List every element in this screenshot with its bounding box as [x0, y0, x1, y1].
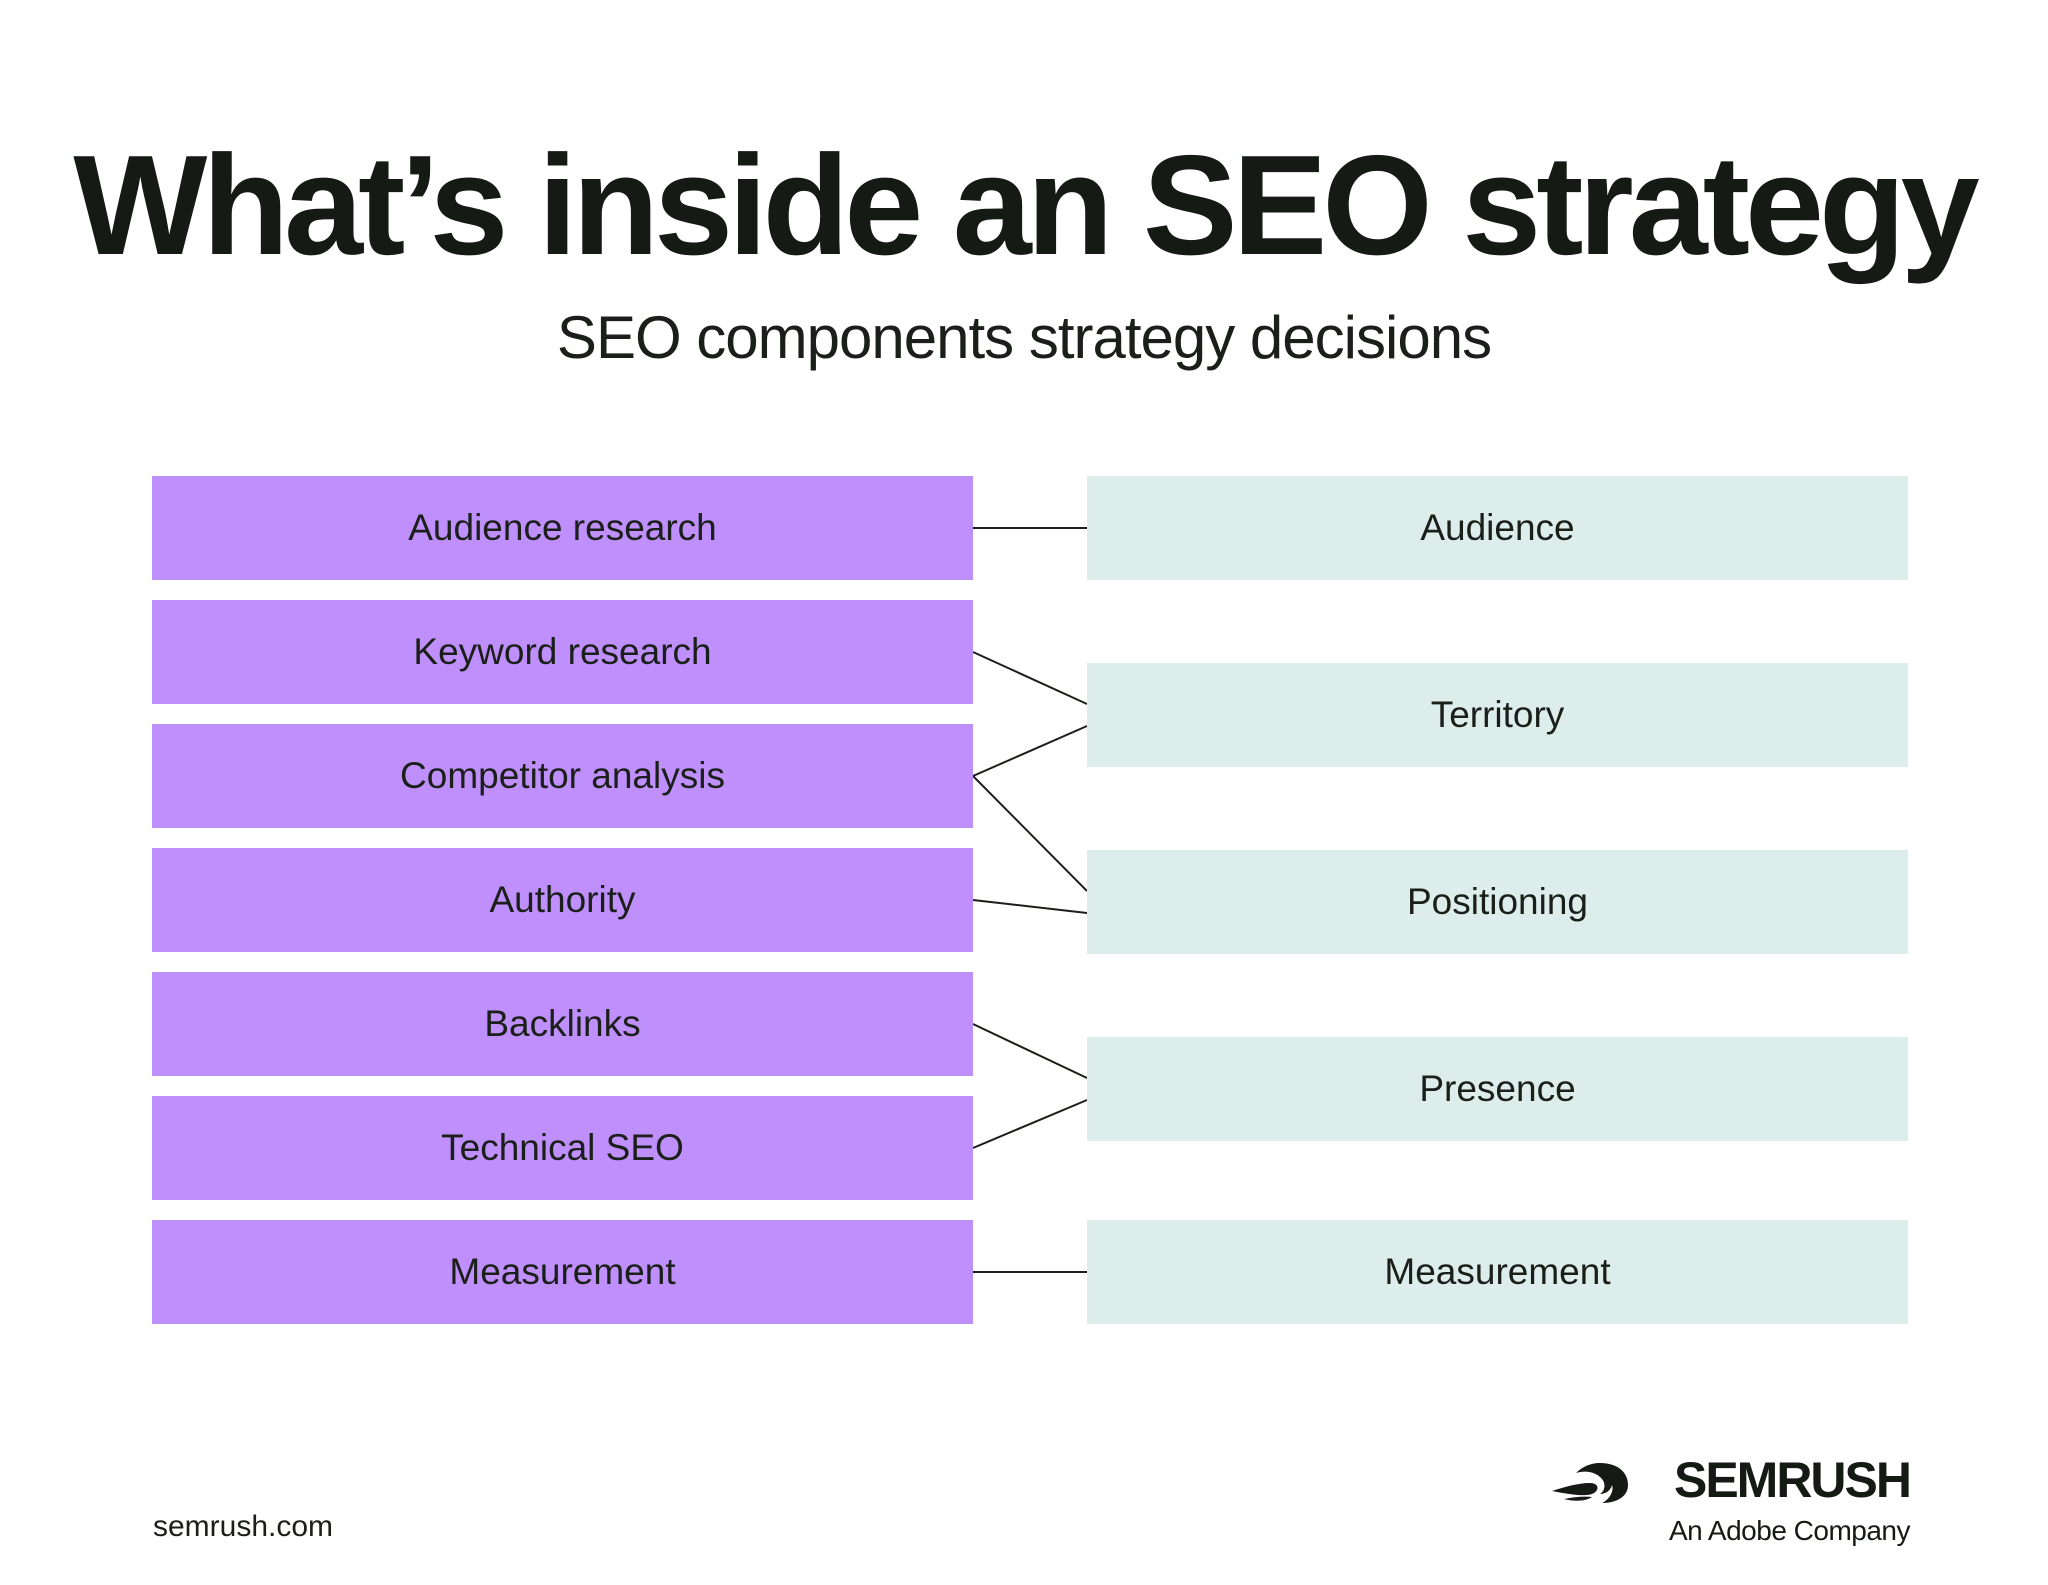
decision-box: Presence: [1087, 1037, 1908, 1141]
decision-label: Audience: [1420, 507, 1575, 548]
decision-box: Territory: [1087, 663, 1908, 767]
brand-tagline: An Adobe Company: [1668, 1515, 1911, 1546]
component-label: Measurement: [449, 1251, 676, 1292]
component-box: Audience research: [152, 476, 973, 580]
decision-label: Territory: [1430, 694, 1565, 735]
component-box: Keyword research: [152, 600, 973, 704]
component-label: Technical SEO: [441, 1127, 684, 1168]
page-title: What’s inside an SEO strategy: [73, 126, 1979, 285]
component-box: Authority: [152, 848, 973, 952]
component-label: Audience research: [408, 507, 717, 548]
footer-url: semrush.com: [153, 1510, 334, 1543]
semrush-flame-logo-icon: [1552, 1463, 1628, 1503]
decision-box: Audience: [1087, 476, 1908, 580]
page-subtitle: SEO components strategy decisions: [556, 304, 1492, 371]
connector-line: [972, 651, 1088, 705]
connector-line: [972, 725, 1088, 777]
connector-line: [972, 1023, 1088, 1079]
component-box: Backlinks: [152, 972, 973, 1076]
decision-box: Measurement: [1087, 1220, 1908, 1324]
component-label: Backlinks: [484, 1003, 641, 1044]
decision-label: Positioning: [1406, 881, 1588, 922]
connector-line: [972, 1099, 1088, 1149]
decision-label: Measurement: [1384, 1251, 1611, 1292]
component-label: Keyword research: [413, 631, 712, 672]
brand-name: SEMRUSH: [1673, 1452, 1912, 1508]
decision-box: Positioning: [1087, 850, 1908, 954]
component-label: Authority: [489, 879, 636, 920]
connector-line: [972, 775, 1088, 892]
component-box: Measurement: [152, 1220, 973, 1324]
component-box: Technical SEO: [152, 1096, 973, 1200]
brand-logo: SEMRUSH An Adobe Company: [1550, 1452, 1912, 1555]
connector-line: [972, 899, 1088, 914]
component-label: Competitor analysis: [400, 755, 725, 796]
component-box: Competitor analysis: [152, 724, 973, 828]
decision-label: Presence: [1419, 1068, 1576, 1109]
